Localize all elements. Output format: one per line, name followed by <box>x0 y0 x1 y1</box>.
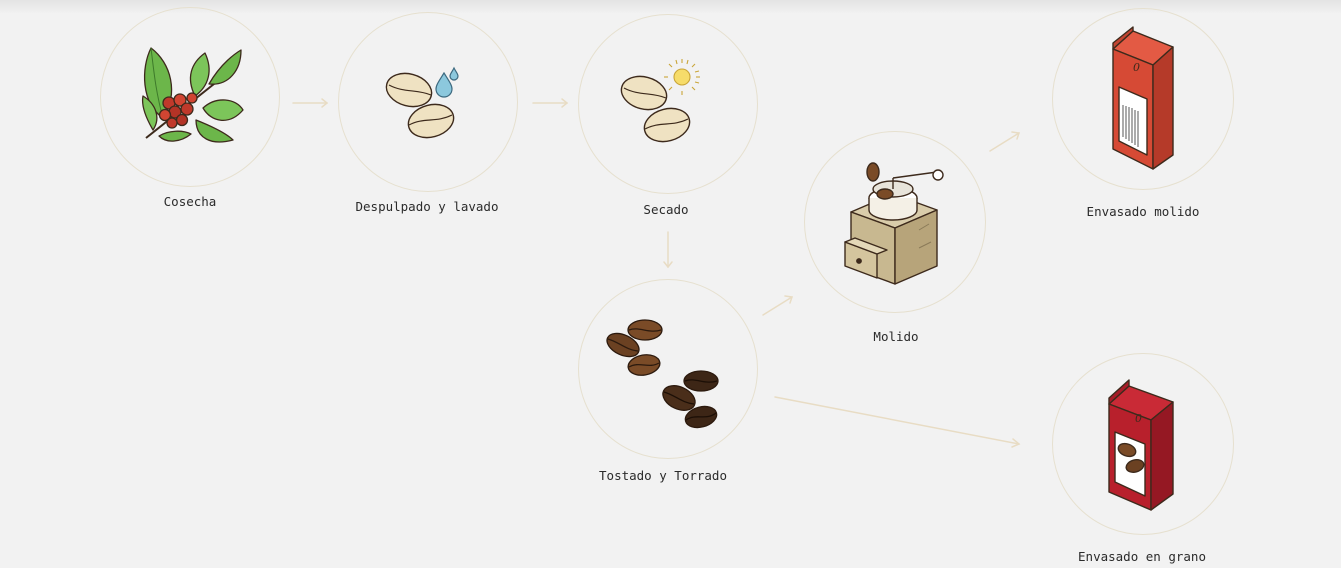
step-label: Cosecha <box>163 194 217 209</box>
step-circle <box>578 14 758 194</box>
coffee-grinder-icon <box>844 162 944 285</box>
step-label: Molido <box>873 329 919 344</box>
step-circle: 0 <box>1052 353 1234 535</box>
step-label: Despulpado y lavado <box>355 199 499 214</box>
step-circle: 0 <box>1052 8 1234 190</box>
arrow-tostado-envasado-grano <box>774 396 1021 448</box>
sun-dried-beans-icon <box>620 59 700 143</box>
step-circle <box>578 279 758 459</box>
arrow-tostado-molido <box>762 295 793 316</box>
step-circle <box>338 12 518 192</box>
washed-beans-icon <box>385 66 459 139</box>
step-circle <box>100 7 280 187</box>
arrow-cosecha-despulpado <box>292 98 329 108</box>
coffee-branch-icon <box>141 47 244 143</box>
ground-coffee-bag-icon: 0 <box>1112 26 1174 170</box>
step-label: Secado <box>643 202 689 217</box>
svg-text:0: 0 <box>1135 412 1142 425</box>
arrow-molido-envasado-molido <box>989 131 1020 152</box>
arrow-secado-tostado <box>663 231 673 269</box>
step-circle <box>804 131 986 313</box>
svg-text:0: 0 <box>1133 61 1140 74</box>
roasted-beans-icon <box>606 319 719 429</box>
step-label: Envasado en grano <box>1078 549 1206 564</box>
top-shadow <box>0 0 1341 14</box>
step-label: Envasado molido <box>1086 204 1200 219</box>
step-label: Tostado y Torrado <box>599 468 727 483</box>
coffee-bean-bag-icon: 0 <box>1108 379 1174 511</box>
arrow-despulpado-secado <box>532 98 569 108</box>
